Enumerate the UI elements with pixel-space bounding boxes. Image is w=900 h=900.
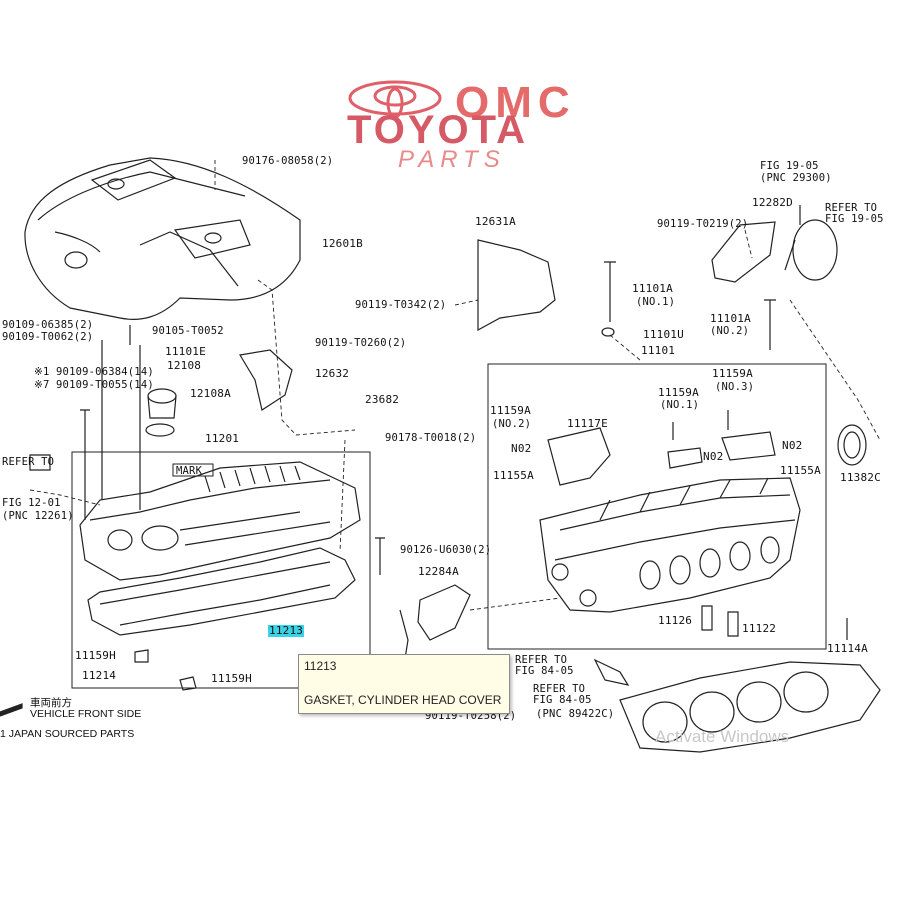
logo-parts: PARTS <box>398 146 506 173</box>
part-label[interactable]: 90109-T0062(2) <box>2 331 94 343</box>
part-label[interactable]: FIG 12-01 <box>2 497 61 509</box>
vehicle-front-note: VEHICLE FRONT SIDE <box>30 708 142 720</box>
part-label-selected[interactable]: 11213 <box>268 624 305 637</box>
part-label[interactable]: 11101 <box>641 344 676 357</box>
cylinder-head-cover-11201 <box>79 461 361 581</box>
logo-toyota: TOYOTA <box>347 108 528 152</box>
engine-cover-12601b <box>24 157 301 320</box>
part-label[interactable]: 11122 <box>742 622 777 635</box>
part-label[interactable]: 11201 <box>205 432 240 445</box>
part-label[interactable]: (PNC 12261) <box>2 510 74 522</box>
part-label[interactable]: 11214 <box>82 669 117 682</box>
part-label[interactable]: 11114A <box>827 642 868 655</box>
part-label[interactable]: REFER TO <box>2 456 55 468</box>
cylinder-head-group-box <box>487 363 827 650</box>
toyota-emblem-icon <box>348 80 442 119</box>
part-label[interactable]: 11159H <box>75 649 116 662</box>
part-label[interactable]: 90119-T0219(2) <box>657 218 749 230</box>
part-label[interactable]: ※1 90109-06384(14) <box>34 366 154 378</box>
part-label[interactable]: 90126-U6030(2) <box>400 544 492 556</box>
part-label[interactable]: ※7 90109-T0055(14) <box>34 379 154 391</box>
part-label[interactable]: FIG 19-05 <box>760 160 819 172</box>
part-label[interactable]: 12284A <box>418 565 459 578</box>
part-label[interactable]: 90105-T0052 <box>152 325 224 337</box>
part-label[interactable]: (NO.2) <box>710 325 750 337</box>
front-arrow-icon <box>0 703 23 717</box>
part-label[interactable]: 11159A <box>490 404 531 417</box>
part-label[interactable]: 90119-T0260(2) <box>315 337 407 349</box>
part-label[interactable]: 11101A <box>710 312 751 325</box>
head-cover-group-box <box>71 451 371 689</box>
part-label[interactable]: (NO.1) <box>636 296 676 308</box>
part-label[interactable]: 11101E <box>165 345 206 358</box>
leader-lines <box>29 160 881 611</box>
part-label[interactable]: REFER TO <box>515 654 568 666</box>
bracket-12282d <box>711 221 776 283</box>
part-label[interactable]: 90176-08058(2) <box>242 155 334 167</box>
bracket-12632 <box>239 349 293 411</box>
part-label[interactable]: 12631A <box>475 215 516 228</box>
part-label[interactable]: FIG 84-05 <box>515 665 574 677</box>
part-label[interactable]: 11117E <box>567 417 608 430</box>
oil-filler-cap <box>145 388 177 437</box>
tooltip-description: GASKET, CYLINDER HEAD COVER <box>304 693 502 707</box>
vehicle-front-note-jp: 車両前方 <box>30 697 72 709</box>
part-label[interactable]: 11126 <box>658 614 693 627</box>
part-label[interactable]: N02 <box>782 439 803 452</box>
part-label[interactable]: MARK <box>176 465 203 477</box>
part-label[interactable]: (PNC 89422C) <box>536 708 615 720</box>
part-label[interactable]: 12282D <box>752 196 793 209</box>
part-label[interactable]: (PNC 29300) <box>760 172 832 184</box>
part-label[interactable]: 90178-T0018(2) <box>385 432 477 444</box>
part-label[interactable]: 12108 <box>167 359 202 372</box>
japan-sourced-note: 1 JAPAN SOURCED PARTS <box>0 728 135 740</box>
part-label[interactable]: 23682 <box>365 393 400 406</box>
part-label[interactable]: 11101A <box>632 282 673 295</box>
part-tooltip: 11213 GASKET, CYLINDER HEAD COVER <box>298 654 510 714</box>
part-label[interactable]: 11382C <box>840 471 881 484</box>
head-gasket <box>619 661 881 753</box>
part-label[interactable]: 11159H <box>211 672 252 685</box>
tooltip-part-number: 11213 <box>304 659 337 673</box>
vacuum-pump <box>784 205 838 281</box>
activate-windows-watermark: Activate Windows <box>655 727 790 746</box>
camshaft-caps <box>547 427 776 486</box>
part-label[interactable]: FIG 19-05 <box>825 213 884 225</box>
logo-omc: OMC <box>455 78 576 127</box>
bracket-12631a <box>477 239 556 332</box>
part-label[interactable]: N02 <box>703 450 724 463</box>
part-label[interactable]: N02 <box>511 442 532 455</box>
cylinder-head-11101 <box>539 477 801 613</box>
oil-seal-11382c <box>837 424 867 466</box>
part-label[interactable]: 90109-06385(2) <box>2 319 94 331</box>
part-label[interactable]: 12108A <box>190 387 231 400</box>
part-label[interactable]: 11155A <box>780 464 821 477</box>
part-label[interactable]: 11101U <box>643 328 684 341</box>
part-label[interactable]: 12601B <box>322 237 363 250</box>
part-label[interactable]: 90119-T0342(2) <box>355 299 447 311</box>
sensor <box>593 658 630 686</box>
dowel-pins <box>29 454 739 637</box>
part-label[interactable]: 11159A <box>712 367 753 380</box>
part-label[interactable]: REFER TO <box>533 683 586 695</box>
part-label[interactable]: REFER TO <box>825 202 878 214</box>
part-label[interactable]: (NO.3) <box>715 381 755 393</box>
part-label[interactable]: (NO.2) <box>492 418 532 430</box>
part-label[interactable]: (NO.1) <box>660 399 700 411</box>
part-label[interactable]: 11159A <box>658 386 699 399</box>
part-label[interactable]: 12632 <box>315 367 350 380</box>
gasket-11213 <box>87 547 356 636</box>
bolts <box>80 261 848 640</box>
part-label[interactable]: FIG 84-05 <box>533 694 592 706</box>
bracket-12284a <box>399 584 471 666</box>
part-label[interactable]: 11155A <box>493 469 534 482</box>
